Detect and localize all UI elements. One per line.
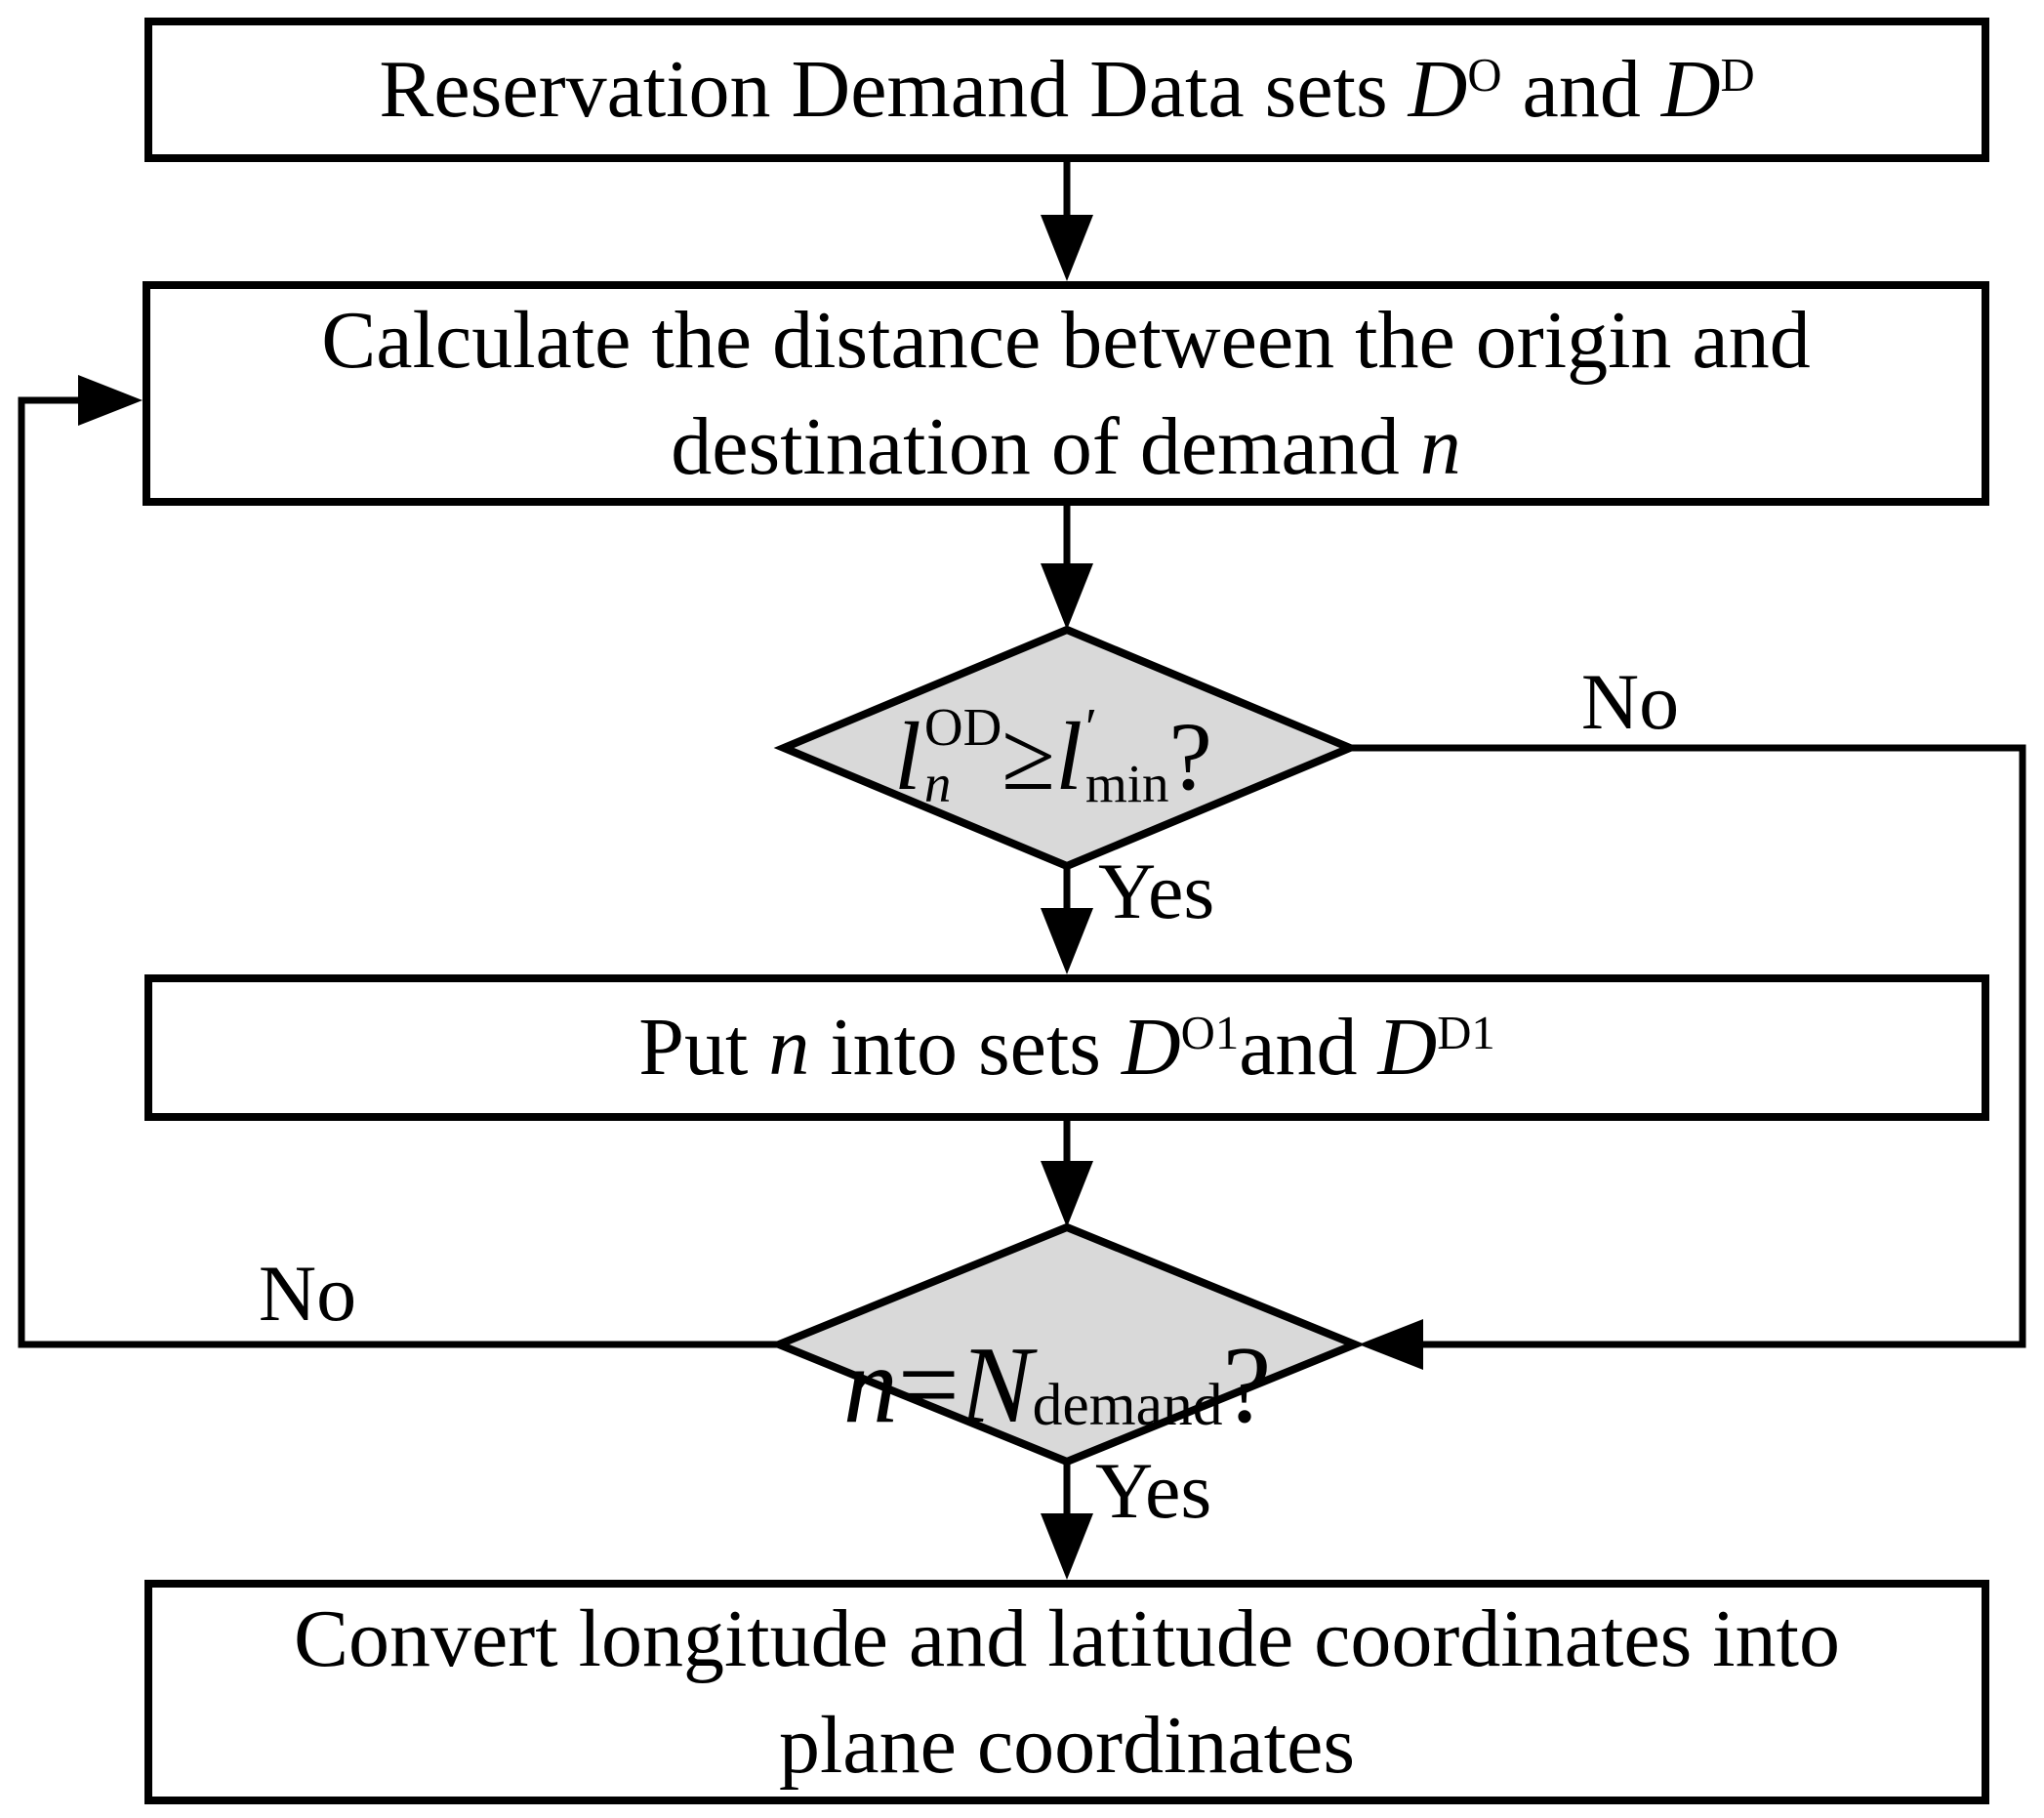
node-convert-line2: plane coordinates — [779, 1692, 1355, 1798]
length-symbol: l — [894, 701, 921, 810]
set-symbol: D — [1122, 1002, 1181, 1094]
prime-superscript: ′ — [1084, 697, 1098, 758]
supsub-stack: ′min — [1085, 699, 1169, 812]
decision2-yes-label: Yes — [1095, 1446, 1212, 1535]
length-symbol: l — [1055, 701, 1083, 810]
set-symbol: D — [1660, 44, 1721, 136]
arrowhead-calc-left — [78, 375, 143, 426]
total-demand-symbol: N — [959, 1324, 1033, 1446]
conjunction: and — [1501, 44, 1661, 136]
arrowhead-decision2-top — [1041, 1161, 1093, 1227]
arrowhead-convert-top — [1041, 1513, 1093, 1580]
demand-variable: n — [1419, 401, 1461, 492]
calc-line2-text: destination of demand — [671, 401, 1420, 492]
convert-line2-text: plane coordinates — [778, 1700, 1356, 1791]
geq-operator: ≥ — [1002, 701, 1056, 810]
decision2-no-label: No — [258, 1249, 357, 1338]
demand-subscript: demand — [1032, 1371, 1223, 1438]
convert-line1-text: Convert longitude and latitude coordinat… — [294, 1592, 1840, 1684]
node-calculate-line1: Calculate the distance between the origi… — [321, 287, 1810, 393]
decision2-diamond — [768, 1222, 1366, 1467]
set-symbol: D — [1377, 1002, 1438, 1094]
n-subscript: n — [923, 754, 952, 813]
set-superscript: D1 — [1437, 1006, 1495, 1059]
set-superscript: D — [1720, 48, 1755, 102]
arrowhead-put-top — [1041, 908, 1093, 974]
min-subscript: min — [1084, 754, 1169, 813]
node-calculate-line2: destination of demand n — [671, 393, 1460, 500]
edge-decision1-no-loop — [1350, 744, 2026, 1348]
demand-variable: n — [768, 1002, 810, 1094]
conjunction: and — [1239, 1002, 1378, 1094]
calc-line1-text: Calculate the distance between the origi… — [321, 294, 1811, 386]
set-symbol: D — [1408, 44, 1468, 136]
node-put-text: Put n into sets DO1and DD1 — [638, 994, 1494, 1100]
arrowhead-decision2-right — [1359, 1319, 1423, 1370]
node-start-text: Reservation Demand Data sets DO and DD — [379, 36, 1754, 143]
equals-operator: = — [897, 1324, 960, 1446]
node-calculate: Calculate the distance between the origi… — [143, 281, 1989, 506]
put-mid: into sets — [809, 1002, 1122, 1094]
decision1-yes-label: Yes — [1098, 847, 1215, 935]
question-mark: ? — [1222, 1324, 1272, 1446]
put-prefix: Put — [638, 1002, 769, 1094]
node-put: Put n into sets DO1and DD1 — [144, 974, 1989, 1121]
node-start: Reservation Demand Data sets DO and DD — [144, 18, 1989, 162]
decision1-diamond — [773, 625, 1361, 871]
edge-decision2-no-loop — [18, 396, 779, 1348]
start-prefix: Reservation Demand Data sets — [379, 44, 1409, 136]
demand-variable: n — [842, 1324, 898, 1446]
node-convert: Convert longitude and latitude coordinat… — [144, 1580, 1989, 1804]
question-mark: ? — [1168, 701, 1212, 810]
od-superscript: OD — [923, 697, 1002, 758]
arrowhead-decision1-top — [1041, 563, 1093, 630]
node-convert-line1: Convert longitude and latitude coordinat… — [294, 1586, 1840, 1692]
decision1-no-label: No — [1580, 657, 1680, 746]
set-superscript: O1 — [1180, 1006, 1240, 1059]
arrowhead-calc-top — [1041, 215, 1093, 281]
set-superscript: O — [1467, 48, 1502, 102]
